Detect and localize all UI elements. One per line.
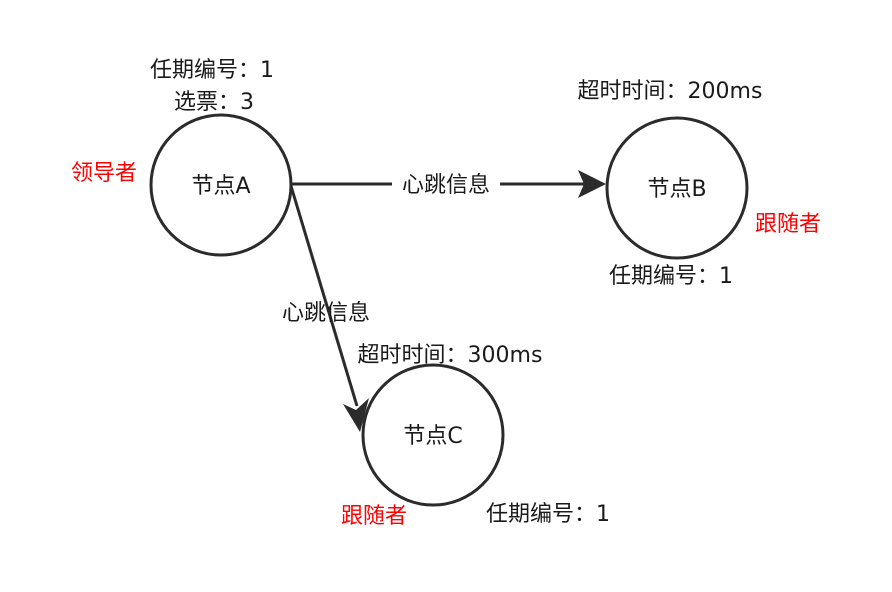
node-c-term: 任期编号：1	[486, 502, 610, 527]
node-b-timeout: 超时时间：200ms	[578, 79, 763, 104]
edge-a-to-b: 心跳信息	[290, 170, 606, 198]
node-b[interactable]: 节点B	[605, 116, 749, 260]
edge-label-a-to-c: 心跳信息	[282, 301, 370, 326]
node-c-timeout: 超时时间：300ms	[358, 343, 543, 368]
node-c-name: 节点C	[403, 424, 462, 449]
node-b-name: 节点B	[647, 177, 706, 202]
node-a-role: 领导者	[71, 161, 137, 186]
edge-label-a-to-b: 心跳信息	[402, 173, 490, 198]
edge-a-to-c: 心跳信息	[282, 185, 370, 432]
node-a-term: 任期编号：1	[150, 58, 274, 83]
node-a-name: 节点A	[191, 174, 250, 199]
node-b-term: 任期编号：1	[609, 264, 733, 289]
node-a[interactable]: 节点A	[149, 113, 293, 257]
node-c-role: 跟随者	[341, 504, 407, 529]
node-b-role: 跟随者	[755, 212, 821, 237]
node-c[interactable]: 节点C	[361, 363, 505, 507]
node-a-votes: 选票：3	[174, 90, 254, 115]
